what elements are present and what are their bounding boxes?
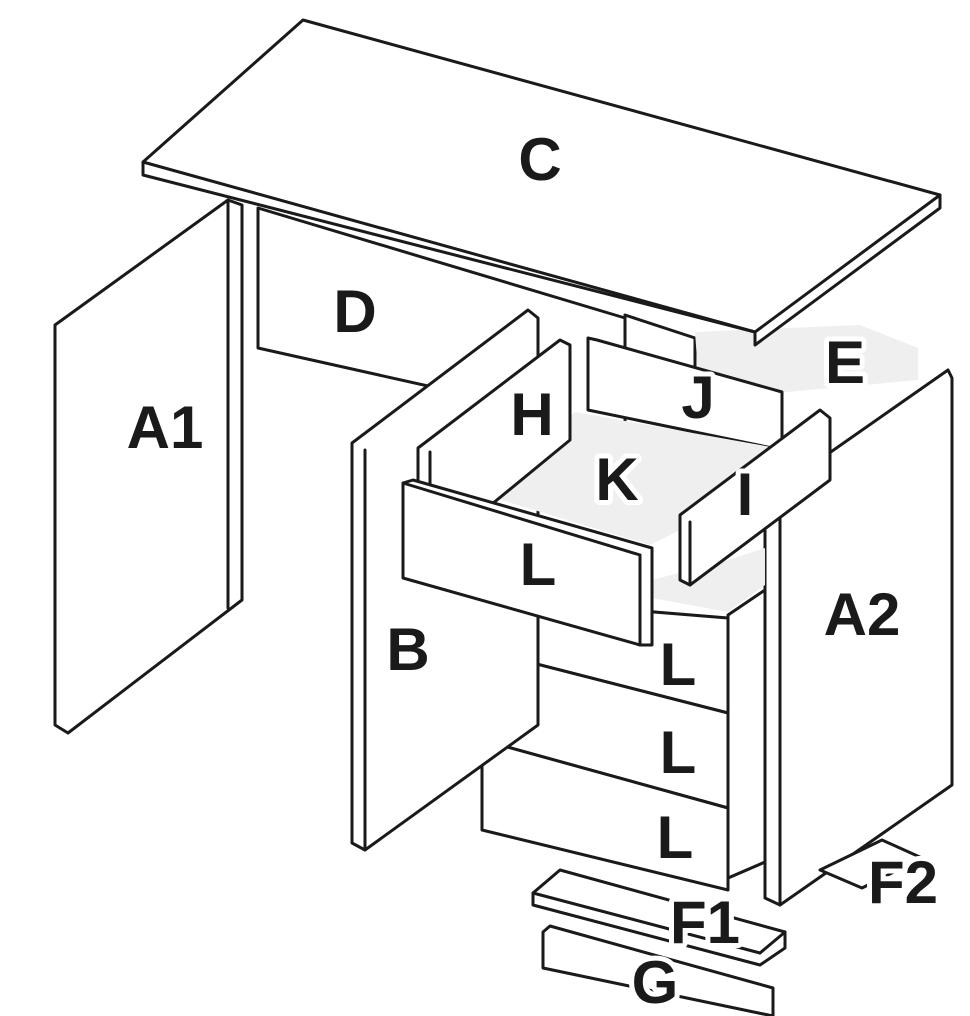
label-c: C — [518, 126, 561, 193]
label-l-4: L — [657, 804, 694, 871]
panel-c — [141, 18, 942, 347]
label-l-3: L — [660, 719, 697, 786]
label-g: G — [632, 949, 679, 1016]
label-e: E — [825, 329, 865, 396]
cabinet-top-visible — [652, 548, 765, 612]
label-f1: F1 — [670, 889, 740, 956]
label-a2: A2 — [824, 581, 901, 648]
label-k: K — [595, 446, 638, 513]
panel-a1 — [53, 198, 244, 735]
cabinet-side — [726, 588, 767, 880]
drawer-front-l4 — [480, 738, 730, 892]
label-b: B — [386, 616, 429, 683]
label-j: J — [681, 364, 714, 431]
panel-c-side-edge — [753, 193, 942, 334]
label-i: I — [737, 461, 754, 528]
panel-f1-edge2 — [758, 930, 787, 955]
panel-g — [541, 924, 775, 1016]
label-l-top: L — [520, 531, 557, 598]
label-f2: F2 — [868, 849, 938, 916]
panel-c-front-edge — [141, 160, 757, 334]
panel-a2 — [763, 368, 954, 907]
label-h: H — [510, 381, 553, 448]
drawer-front-l1 — [401, 478, 654, 647]
panel-f1 — [531, 868, 787, 967]
panel-f2 — [818, 838, 924, 890]
panel-f1-edge — [531, 891, 762, 955]
label-l-2: L — [660, 631, 697, 698]
label-d: D — [333, 278, 376, 345]
drawer-side-i — [678, 408, 832, 587]
drawer-front-l1-edge — [401, 481, 642, 557]
label-a1: A1 — [127, 394, 204, 461]
drawer-back-j — [586, 336, 784, 452]
panel-e — [695, 325, 918, 400]
